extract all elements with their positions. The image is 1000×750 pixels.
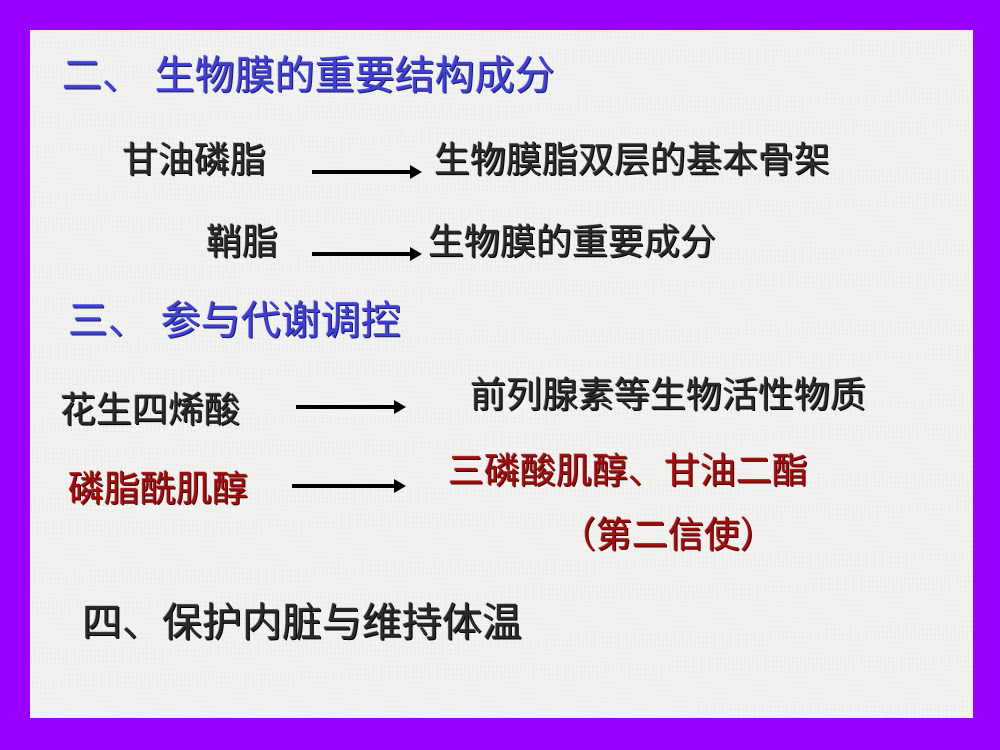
- sphingolipid-role: 生物膜的重要成分: [428, 222, 717, 263]
- arrow-right-icon: [296, 400, 406, 414]
- glycerophospholipid-role: 生物膜脂双层的基本骨架: [434, 140, 831, 181]
- second-messenger-note: （第二信使）: [560, 515, 777, 556]
- arrow-right-icon: [312, 247, 422, 261]
- slide-panel: 二、 生物膜的重要结构成分 甘油磷脂 生物膜脂双层的基本骨架 鞘脂 生物膜的重要…: [30, 30, 973, 718]
- section2-title: 二、 生物膜的重要结构成分: [62, 53, 555, 99]
- sphingolipid-label: 鞘脂: [206, 222, 279, 263]
- glycerophospholipid-label: 甘油磷脂: [122, 140, 267, 181]
- section3-title: 三、 参与代谢调控: [68, 298, 401, 344]
- second-messenger-products: 三磷酸肌醇、甘油二酯: [448, 451, 809, 492]
- arachidonic-acid-label: 花生四烯酸: [60, 390, 241, 431]
- arrow-right-icon: [292, 479, 406, 493]
- phosphatidylinositol-label: 磷脂酰肌醇: [68, 469, 249, 510]
- arrow-right-icon: [312, 165, 422, 179]
- prostaglandin-product: 前列腺素等生物活性物质: [470, 375, 867, 416]
- section4-title: 四、保护内脏与维持体温: [82, 600, 522, 646]
